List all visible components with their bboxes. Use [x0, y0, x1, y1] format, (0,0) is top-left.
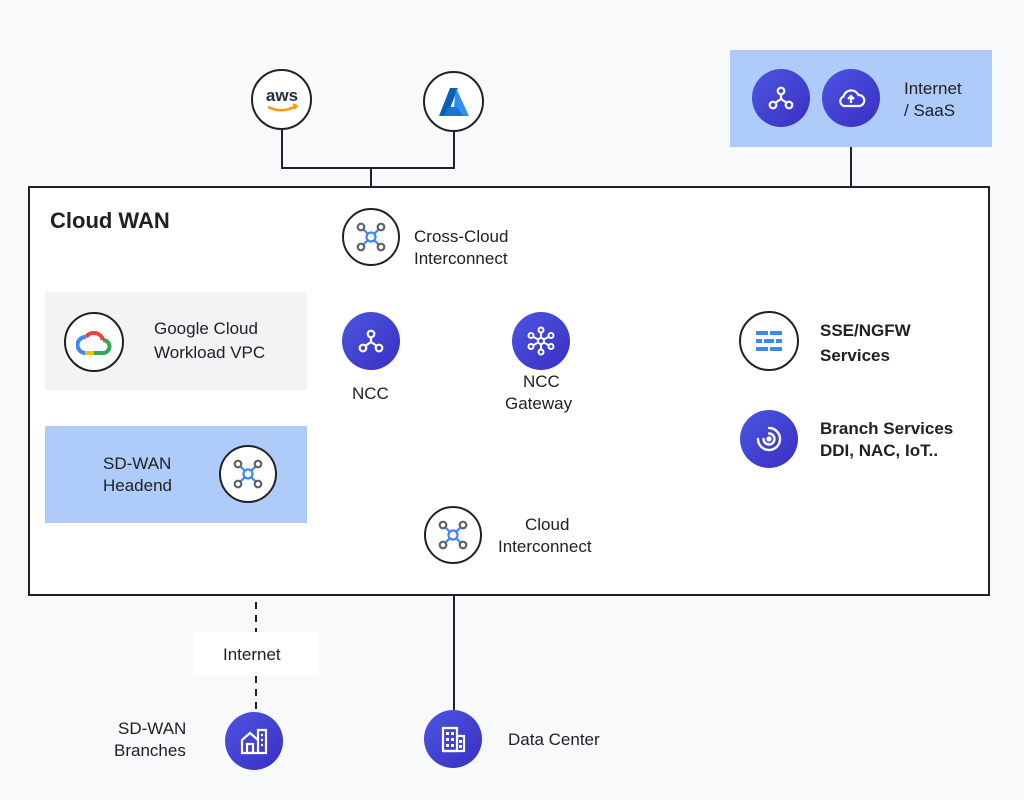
sdwan-branches-label-1: SD-WAN — [118, 719, 187, 738]
internet-saas-label-2: / SaaS — [904, 101, 956, 120]
azure-logo-icon — [423, 71, 484, 132]
sdwan-headend-icon — [219, 445, 277, 503]
data-center-label: Data Center — [508, 730, 600, 749]
ncc-gateway-label-1: NCC — [523, 372, 560, 391]
internet-saas-label-1: Internet — [904, 79, 962, 98]
ncc-hub-icon — [342, 312, 400, 370]
cloud-interconnect-label-2: Interconnect — [498, 537, 592, 556]
google-vpc-label-2: Workload VPC — [154, 343, 266, 362]
ncc-gateway-label-2: Gateway — [505, 394, 573, 413]
aws-logo-text: aws — [265, 86, 297, 105]
aws-logo-icon: aws — [251, 69, 312, 130]
cross-cloud-label-1: Cross-Cloud — [414, 227, 509, 246]
internet-label: Internet — [223, 645, 281, 664]
sse-label-2: Services — [820, 346, 890, 365]
sdwan-branches-label-2: Branches — [114, 741, 186, 760]
data-center-icon — [424, 710, 482, 768]
cloud-wan-box — [28, 186, 990, 596]
sdwan-headend-label-2: Headend — [103, 476, 173, 495]
cross-cloud-label-2: Interconnect — [414, 249, 508, 268]
cross-cloud-interconnect-icon — [342, 208, 400, 266]
google-cloud-logo-icon — [64, 312, 124, 372]
cloud-upload-icon — [822, 69, 880, 127]
ncc-label: NCC — [352, 384, 389, 403]
ncc-gateway-icon — [512, 312, 570, 370]
google-vpc-label-1: Google Cloud — [154, 319, 258, 338]
branch-services-label-2: DDI, NAC, IoT.. — [820, 441, 939, 460]
sdwan-headend-label-1: SD-WAN — [103, 454, 172, 473]
router-icon — [752, 69, 810, 127]
branch-services-label-1: Branch Services — [820, 419, 954, 438]
cloud-interconnect-icon — [424, 506, 482, 564]
cloud-interconnect-label-1: Cloud — [525, 515, 570, 534]
sse-label-1: SSE/NGFW — [820, 321, 911, 340]
branch-building-icon — [225, 712, 283, 770]
firewall-icon — [739, 311, 799, 371]
line-azure-to-crosscloud — [371, 130, 455, 169]
branch-services-icon — [740, 410, 798, 468]
internet-box — [193, 632, 319, 676]
cloud-wan-title: Cloud WAN — [50, 208, 170, 233]
